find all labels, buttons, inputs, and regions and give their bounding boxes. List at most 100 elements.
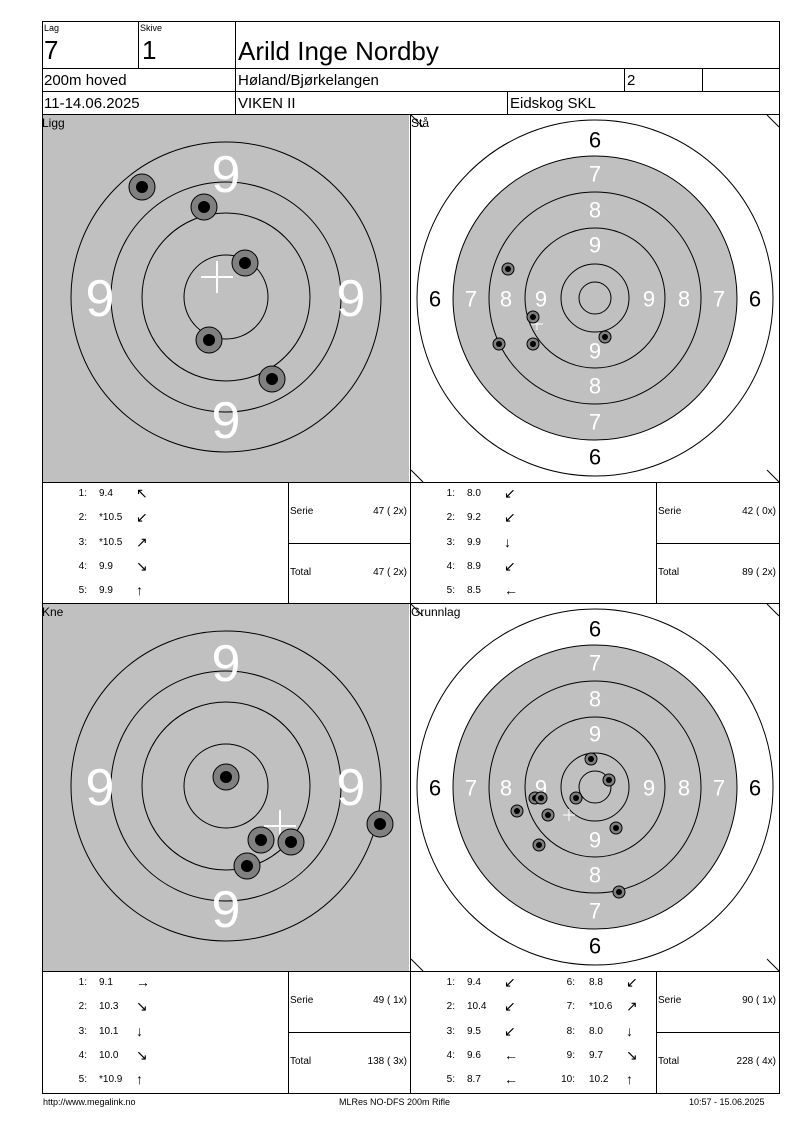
panel-label-ligg: Ligg — [42, 116, 65, 130]
footer-program: MLRes NO-DFS 200m Rifle — [339, 1097, 451, 1107]
ring-label-9: 9 — [535, 287, 547, 312]
shot-number: 10: — [561, 1074, 575, 1086]
shot-direction-icon: ↖ — [136, 485, 148, 501]
corner-mark — [410, 469, 424, 483]
club-name: Høland/Bjørkelangen — [238, 72, 379, 89]
class-value: 2 — [627, 72, 636, 89]
shot-score: 9.6 — [467, 1049, 481, 1061]
ring-x — [578, 281, 612, 315]
ring-x — [578, 770, 612, 804]
shot-row: 4:9.6← — [411, 1047, 531, 1064]
shot-score: *10.5 — [99, 512, 123, 524]
shot-number: 5: — [446, 585, 455, 597]
shot-number: 1: — [446, 977, 455, 988]
shot-score: 9.1 — [99, 977, 113, 988]
shot-row: 4:8.9↙ — [411, 558, 531, 575]
ring-label-9: 9 — [86, 759, 115, 817]
ring-1 — [110, 670, 342, 902]
ring-2 — [183, 743, 269, 829]
ring-label-9: 9 — [212, 392, 241, 450]
ring-label-6: 6 — [749, 287, 761, 312]
footer-url[interactable]: http://www.megalink.no — [43, 1097, 136, 1107]
target-background — [43, 115, 409, 482]
shot-number: 9: — [566, 1049, 575, 1061]
ring-label-9: 9 — [643, 287, 655, 312]
shot-center — [514, 808, 520, 814]
total-label: Total — [290, 567, 312, 578]
shot-center — [496, 341, 502, 347]
shot-center — [536, 842, 542, 848]
shot-number: 3: — [78, 536, 87, 548]
shot-score: 10.4 — [467, 1001, 487, 1013]
serie-label: Serie — [658, 995, 682, 1006]
shot-score: 8.9 — [467, 560, 481, 572]
serie-value: 49 ( 1x) — [373, 995, 407, 1006]
ring-label-7: 7 — [589, 899, 601, 924]
ring-6 — [452, 155, 738, 441]
shot-center — [241, 860, 253, 872]
shot-score: 9.4 — [467, 977, 481, 988]
ring-label-9: 9 — [337, 759, 366, 817]
shot-direction-icon: ↙ — [504, 1022, 516, 1039]
shot-number: 2: — [78, 1001, 87, 1013]
shot-direction-icon: ↓ — [504, 533, 511, 550]
shot-row: 3:*10.5↗ — [43, 534, 163, 551]
serie-value: 90 ( 1x) — [742, 995, 776, 1006]
total-value: 47 ( 2x) — [373, 567, 407, 578]
shot-score: 9.9 — [99, 585, 113, 597]
shot-row: 2:10.4↙ — [411, 998, 531, 1015]
ring-5 — [416, 119, 774, 477]
lag-value: 7 — [44, 35, 59, 65]
shot-score: 10.1 — [99, 1025, 119, 1037]
ring-7 — [488, 680, 702, 894]
shot-number: 2: — [446, 1001, 455, 1013]
event-name: 200m hoved — [44, 72, 127, 89]
ring-6 — [452, 644, 738, 930]
total-label: Total — [658, 1056, 680, 1067]
ring-label-9: 9 — [86, 270, 115, 328]
ring-label-9: 9 — [589, 828, 601, 853]
shot-number: 2: — [446, 512, 455, 524]
ring-label-9: 9 — [589, 339, 601, 364]
panel-label-sta: Stå — [411, 116, 430, 130]
shot-center — [198, 201, 210, 213]
ring-label-6: 6 — [749, 776, 761, 801]
shot-direction-icon: ↑ — [136, 1071, 143, 1088]
shot-direction-icon: ↙ — [504, 509, 516, 526]
panel-label-grunnlag: Grunnlag — [411, 605, 461, 619]
ring-10 — [141, 701, 311, 871]
shot-center — [505, 266, 511, 272]
ring-8 — [524, 227, 666, 369]
ring-label-7: 7 — [465, 776, 477, 801]
ring-label-6: 6 — [589, 445, 601, 470]
shot-score: 8.5 — [467, 585, 481, 597]
shot-row: 5:8.5← — [411, 582, 531, 599]
ring-label-7: 7 — [589, 162, 601, 187]
shot-direction-icon: ← — [504, 1071, 518, 1088]
ring-9 — [560, 752, 630, 822]
shot-direction-icon: ↙ — [626, 974, 638, 990]
shot-row: 6:8.8↙ — [555, 974, 655, 991]
shot-number: 3: — [78, 1025, 87, 1037]
skive-label: Skive — [140, 23, 163, 33]
shot-row: 5:8.7← — [411, 1071, 531, 1088]
corner-mark — [410, 603, 424, 617]
shot-score: *10.9 — [99, 1074, 123, 1086]
shot-score: 8.0 — [589, 1025, 603, 1037]
total-label: Total — [290, 1056, 312, 1067]
shot-center — [530, 314, 536, 320]
ring-label-6: 6 — [589, 128, 601, 153]
shot-score: 10.2 — [589, 1074, 609, 1086]
shot-row: 2:10.3↘ — [43, 998, 163, 1015]
skive-value: 1 — [142, 35, 157, 65]
shot-row: 1:9.4↖ — [43, 485, 163, 502]
corner-mark — [410, 114, 424, 128]
shot-score: 8.8 — [589, 977, 603, 988]
shot-direction-icon: ↘ — [136, 998, 148, 1015]
shot-center — [602, 334, 608, 340]
shot-direction-icon: ↘ — [136, 1046, 148, 1063]
serie-label: Serie — [290, 506, 314, 517]
